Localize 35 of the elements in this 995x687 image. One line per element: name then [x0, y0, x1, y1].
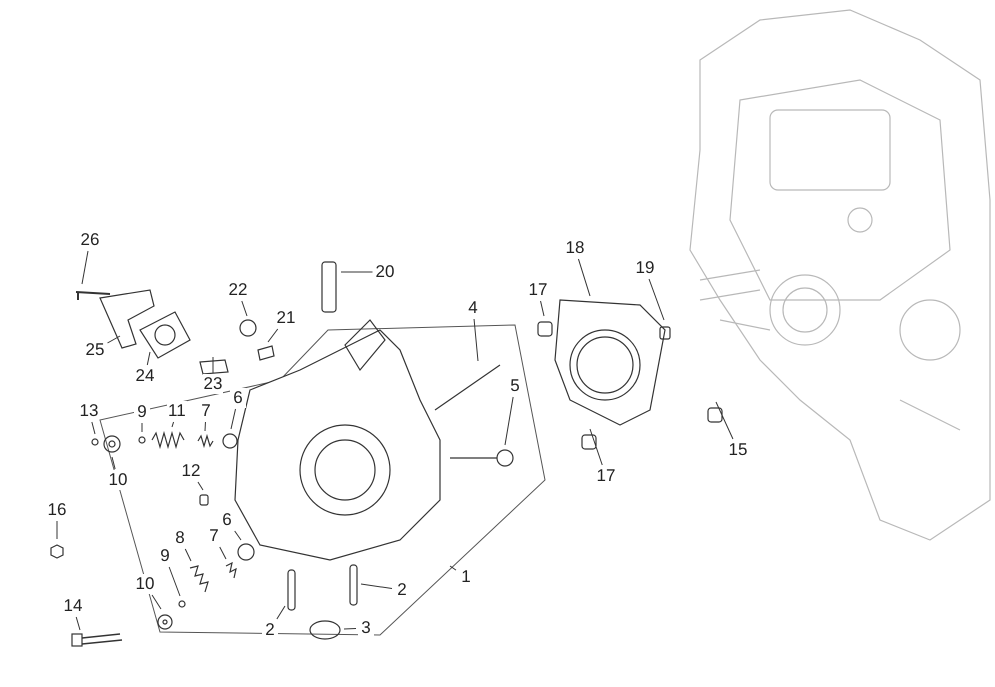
- leader-line: [230, 408, 236, 430]
- leader-line: [219, 546, 226, 560]
- leader-line: [276, 606, 286, 620]
- callout-number: 23: [202, 374, 224, 394]
- leader-line: [172, 422, 174, 428]
- leader-line: [146, 352, 150, 366]
- callout-number: 10: [108, 470, 128, 490]
- leader-line: [91, 422, 96, 434]
- leader-line: [268, 328, 278, 342]
- leader-line: [212, 356, 214, 374]
- leader-line: [204, 422, 206, 432]
- leader-line: [184, 548, 192, 562]
- leader-line: [107, 336, 120, 344]
- leader-line: [344, 628, 356, 630]
- leader-line: [474, 318, 478, 362]
- leader-line: [197, 482, 204, 490]
- callout-number: 10: [134, 574, 156, 594]
- leader-line: [504, 396, 514, 446]
- leader-line: [648, 278, 664, 320]
- leader-line: [152, 594, 162, 610]
- leader-line: [76, 616, 80, 630]
- leader-line: [168, 566, 180, 596]
- leader-line: [241, 300, 248, 316]
- leader-line: [234, 530, 242, 540]
- leader-line: [360, 584, 392, 590]
- leader-line: [716, 402, 734, 440]
- leader-line: [578, 258, 590, 296]
- leader-line: [590, 428, 603, 466]
- callout-number: 3: [358, 618, 374, 638]
- leader-line: [56, 520, 58, 540]
- leader-line: [82, 250, 88, 284]
- leader-line: [540, 300, 544, 316]
- leader-line: [112, 456, 116, 470]
- callout-number: 6: [230, 388, 246, 408]
- leader-line: [450, 566, 456, 571]
